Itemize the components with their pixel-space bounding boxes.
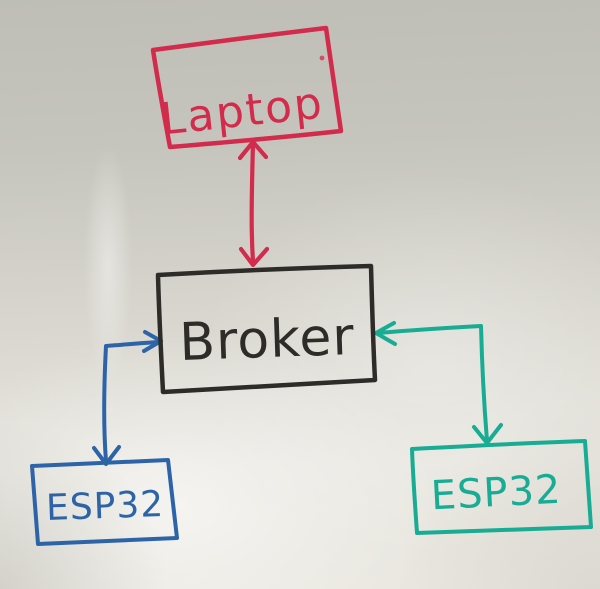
broker-node-label: Broker [178, 307, 355, 373]
esp32-right-broker-arrowhead-down-icon [472, 423, 503, 445]
esp32-left-broker-edge [92, 330, 163, 466]
esp32-right-node: ESP32 [410, 439, 593, 535]
esp32-right-node-box [410, 439, 593, 535]
esp32-left-broker-edge-line [102, 340, 161, 463]
esp32-right-node-label: ESP32 [430, 467, 563, 520]
broker-node-box [155, 263, 378, 395]
esp32-right-broker-edge [374, 321, 503, 445]
red-marker-speck [319, 55, 325, 61]
broker-node: Broker [155, 263, 378, 395]
esp32-left-node-label: ESP32 [45, 484, 164, 529]
esp32-right-broker-arrowhead-left-icon [374, 321, 397, 346]
esp32-left-node: ESP32 [30, 458, 179, 546]
laptop-node: Laptop [150, 25, 344, 150]
laptop-node-box [150, 25, 344, 150]
laptop-broker-arrowhead-down-icon [238, 246, 270, 268]
laptop-broker-edge [237, 139, 270, 268]
esp32-left-node-box [30, 458, 179, 546]
esp32-right-broker-edge-line [376, 324, 489, 443]
laptop-broker-edge-line [249, 140, 256, 267]
